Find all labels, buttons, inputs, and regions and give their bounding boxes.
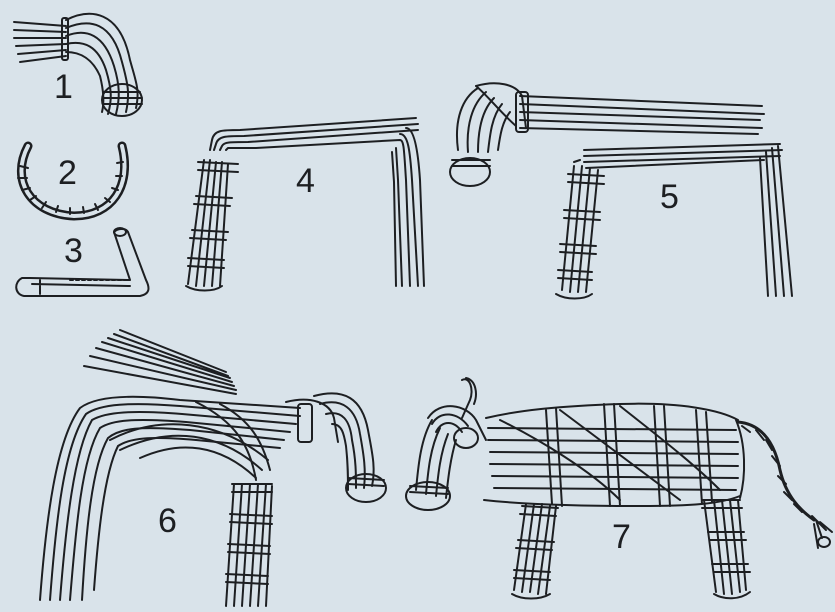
step-1-label: 1: [54, 68, 73, 106]
step-6-label: 6: [158, 502, 177, 540]
step-2-label: 2: [58, 154, 77, 192]
step-5-drawing: [450, 83, 792, 298]
step-1-drawing: [14, 14, 142, 116]
step-6-drawing: [40, 330, 386, 606]
step-7-drawing: [406, 378, 832, 599]
step-7-label: 7: [612, 518, 631, 556]
step-4-drawing: [186, 118, 424, 291]
step-5-label: 5: [660, 178, 679, 216]
step-4-label: 4: [296, 162, 315, 200]
step-3-label: 3: [64, 232, 83, 270]
